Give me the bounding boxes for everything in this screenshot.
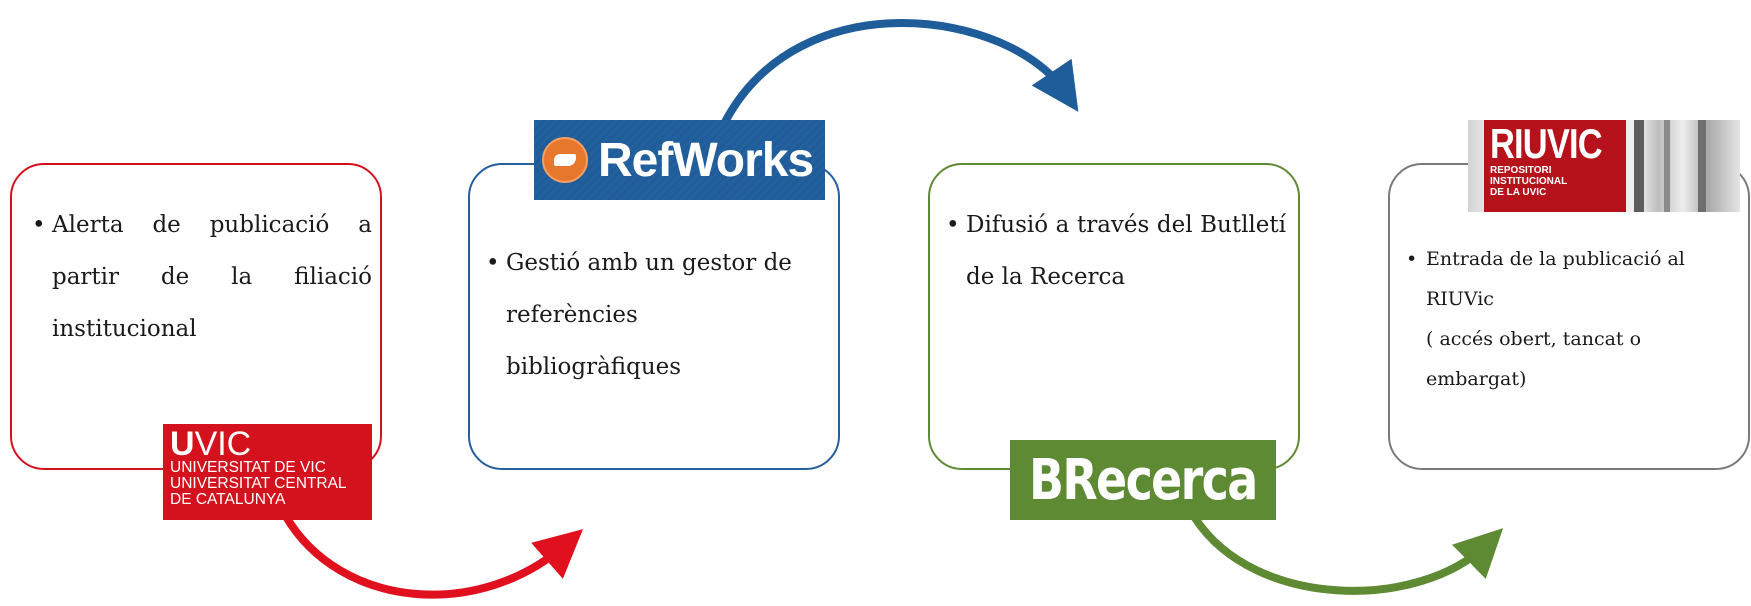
uvic-logo-line: UNIVERSITAT DE VIC (170, 459, 326, 476)
refworks-icon (542, 137, 588, 183)
step-text-manage: Gestió amb un gestor de referències bibl… (486, 237, 806, 393)
riuvic-logo-text: RIUVIC (1490, 120, 1603, 167)
arrow-step2-to-step3 (721, 19, 1079, 124)
step-text-access-note: ( accés obert, tancat o embargat) (1426, 328, 1642, 390)
uvic-logo-line: UNIVERSITAT CENTRAL (170, 475, 347, 492)
refworks-logo-text: RefWorks (598, 133, 814, 187)
step-card-manage: Gestió amb un gestor de referències bibl… (468, 163, 840, 470)
step-text-repository: Entrada de la publicació al RIUVic (1426, 248, 1685, 310)
arrow-step1-to-step2 (281, 512, 584, 599)
refworks-logo: RefWorks (534, 120, 825, 200)
riuvic-logo-line: DE LA UVIC (1490, 187, 1547, 198)
uvic-logo-vic: VIC (194, 425, 252, 463)
uvic-logo-line: DE CATALUNYA (170, 491, 286, 508)
riuvic-logo-line: REPOSITORI (1490, 165, 1552, 176)
uvic-logo-u: U (170, 425, 195, 463)
step-text-alert: Alerta de publicació a partir de la fili… (32, 199, 372, 355)
riuvic-logo-line: INSTITUCIONAL (1490, 176, 1568, 187)
step-text-diffusion: Difusió a través del Butlletí de la Rece… (946, 199, 1286, 303)
riuvic-logo: RIUVIC REPOSITORI INSTITUCIONAL DE LA UV… (1468, 120, 1740, 212)
step-card-repository: Entrada de la publicació al RIUVic ( acc… (1388, 163, 1750, 470)
uvic-logo: UVIC UNIVERSITAT DE VIC UNIVERSITAT CENT… (163, 424, 372, 520)
step-card-diffusion: Difusió a través del Butlletí de la Rece… (928, 163, 1300, 470)
arrow-step3-to-step4 (1191, 515, 1504, 595)
brecerca-logo-text: BRecerca (1029, 447, 1258, 513)
brecerca-logo: BRecerca (1010, 440, 1276, 520)
step-card-alert: Alerta de publicació a partir de la fili… (10, 163, 382, 470)
